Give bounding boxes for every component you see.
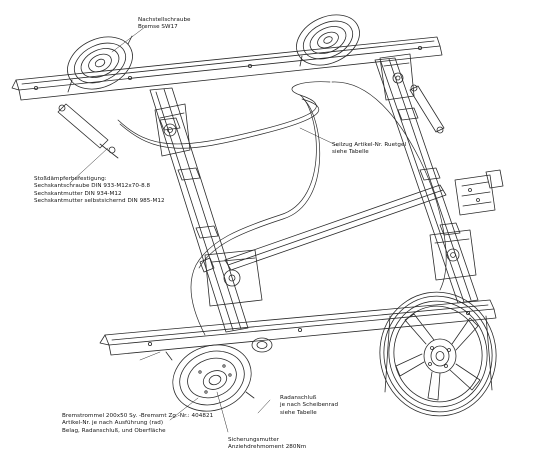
left-side-member bbox=[149, 87, 249, 333]
cable-connector bbox=[454, 169, 504, 216]
upper-left-bracket bbox=[154, 103, 191, 157]
brake-drum-top-left bbox=[67, 35, 133, 93]
label-bremstrommel: Bremstrommel 200x50 Sy. -Bremsmt Zg.-Nr.… bbox=[62, 413, 214, 434]
brake-cable bbox=[117, 81, 447, 336]
lower-left-bracket bbox=[199, 249, 263, 307]
brake-drum-bottom-left bbox=[165, 344, 255, 412]
label-seilzug: Seilzug Artikel-Nr. Ruetgel siehe Tabell… bbox=[332, 142, 407, 156]
label-nachstellschraube: Nachstellschraube Bremse SW17 bbox=[138, 17, 191, 31]
left-shock-absorber bbox=[57, 103, 119, 159]
lower-right-bracket bbox=[429, 229, 477, 281]
wheel-rim-bottom-right bbox=[379, 291, 497, 417]
brake-drum-top-right bbox=[296, 14, 360, 67]
label-sicherungsmutter: Sicherungsmutter Anziehdrehmoment 280Nm bbox=[228, 437, 307, 451]
right-side-member bbox=[374, 57, 479, 304]
right-shock-absorber bbox=[409, 84, 445, 134]
leader-lines bbox=[69, 26, 339, 433]
hub-cap-bottom bbox=[251, 337, 273, 353]
label-radanschluss: Radanschluß je nach Scheibenrad siehe Ta… bbox=[280, 395, 339, 416]
top-cross-beam bbox=[11, 36, 443, 101]
bottom-cross-beam bbox=[99, 299, 497, 356]
diagonal-cross-member bbox=[224, 184, 447, 271]
label-stossdaempferbefestigung: Stoßdämpferbefestigung: Sechskantschraub… bbox=[34, 176, 165, 205]
